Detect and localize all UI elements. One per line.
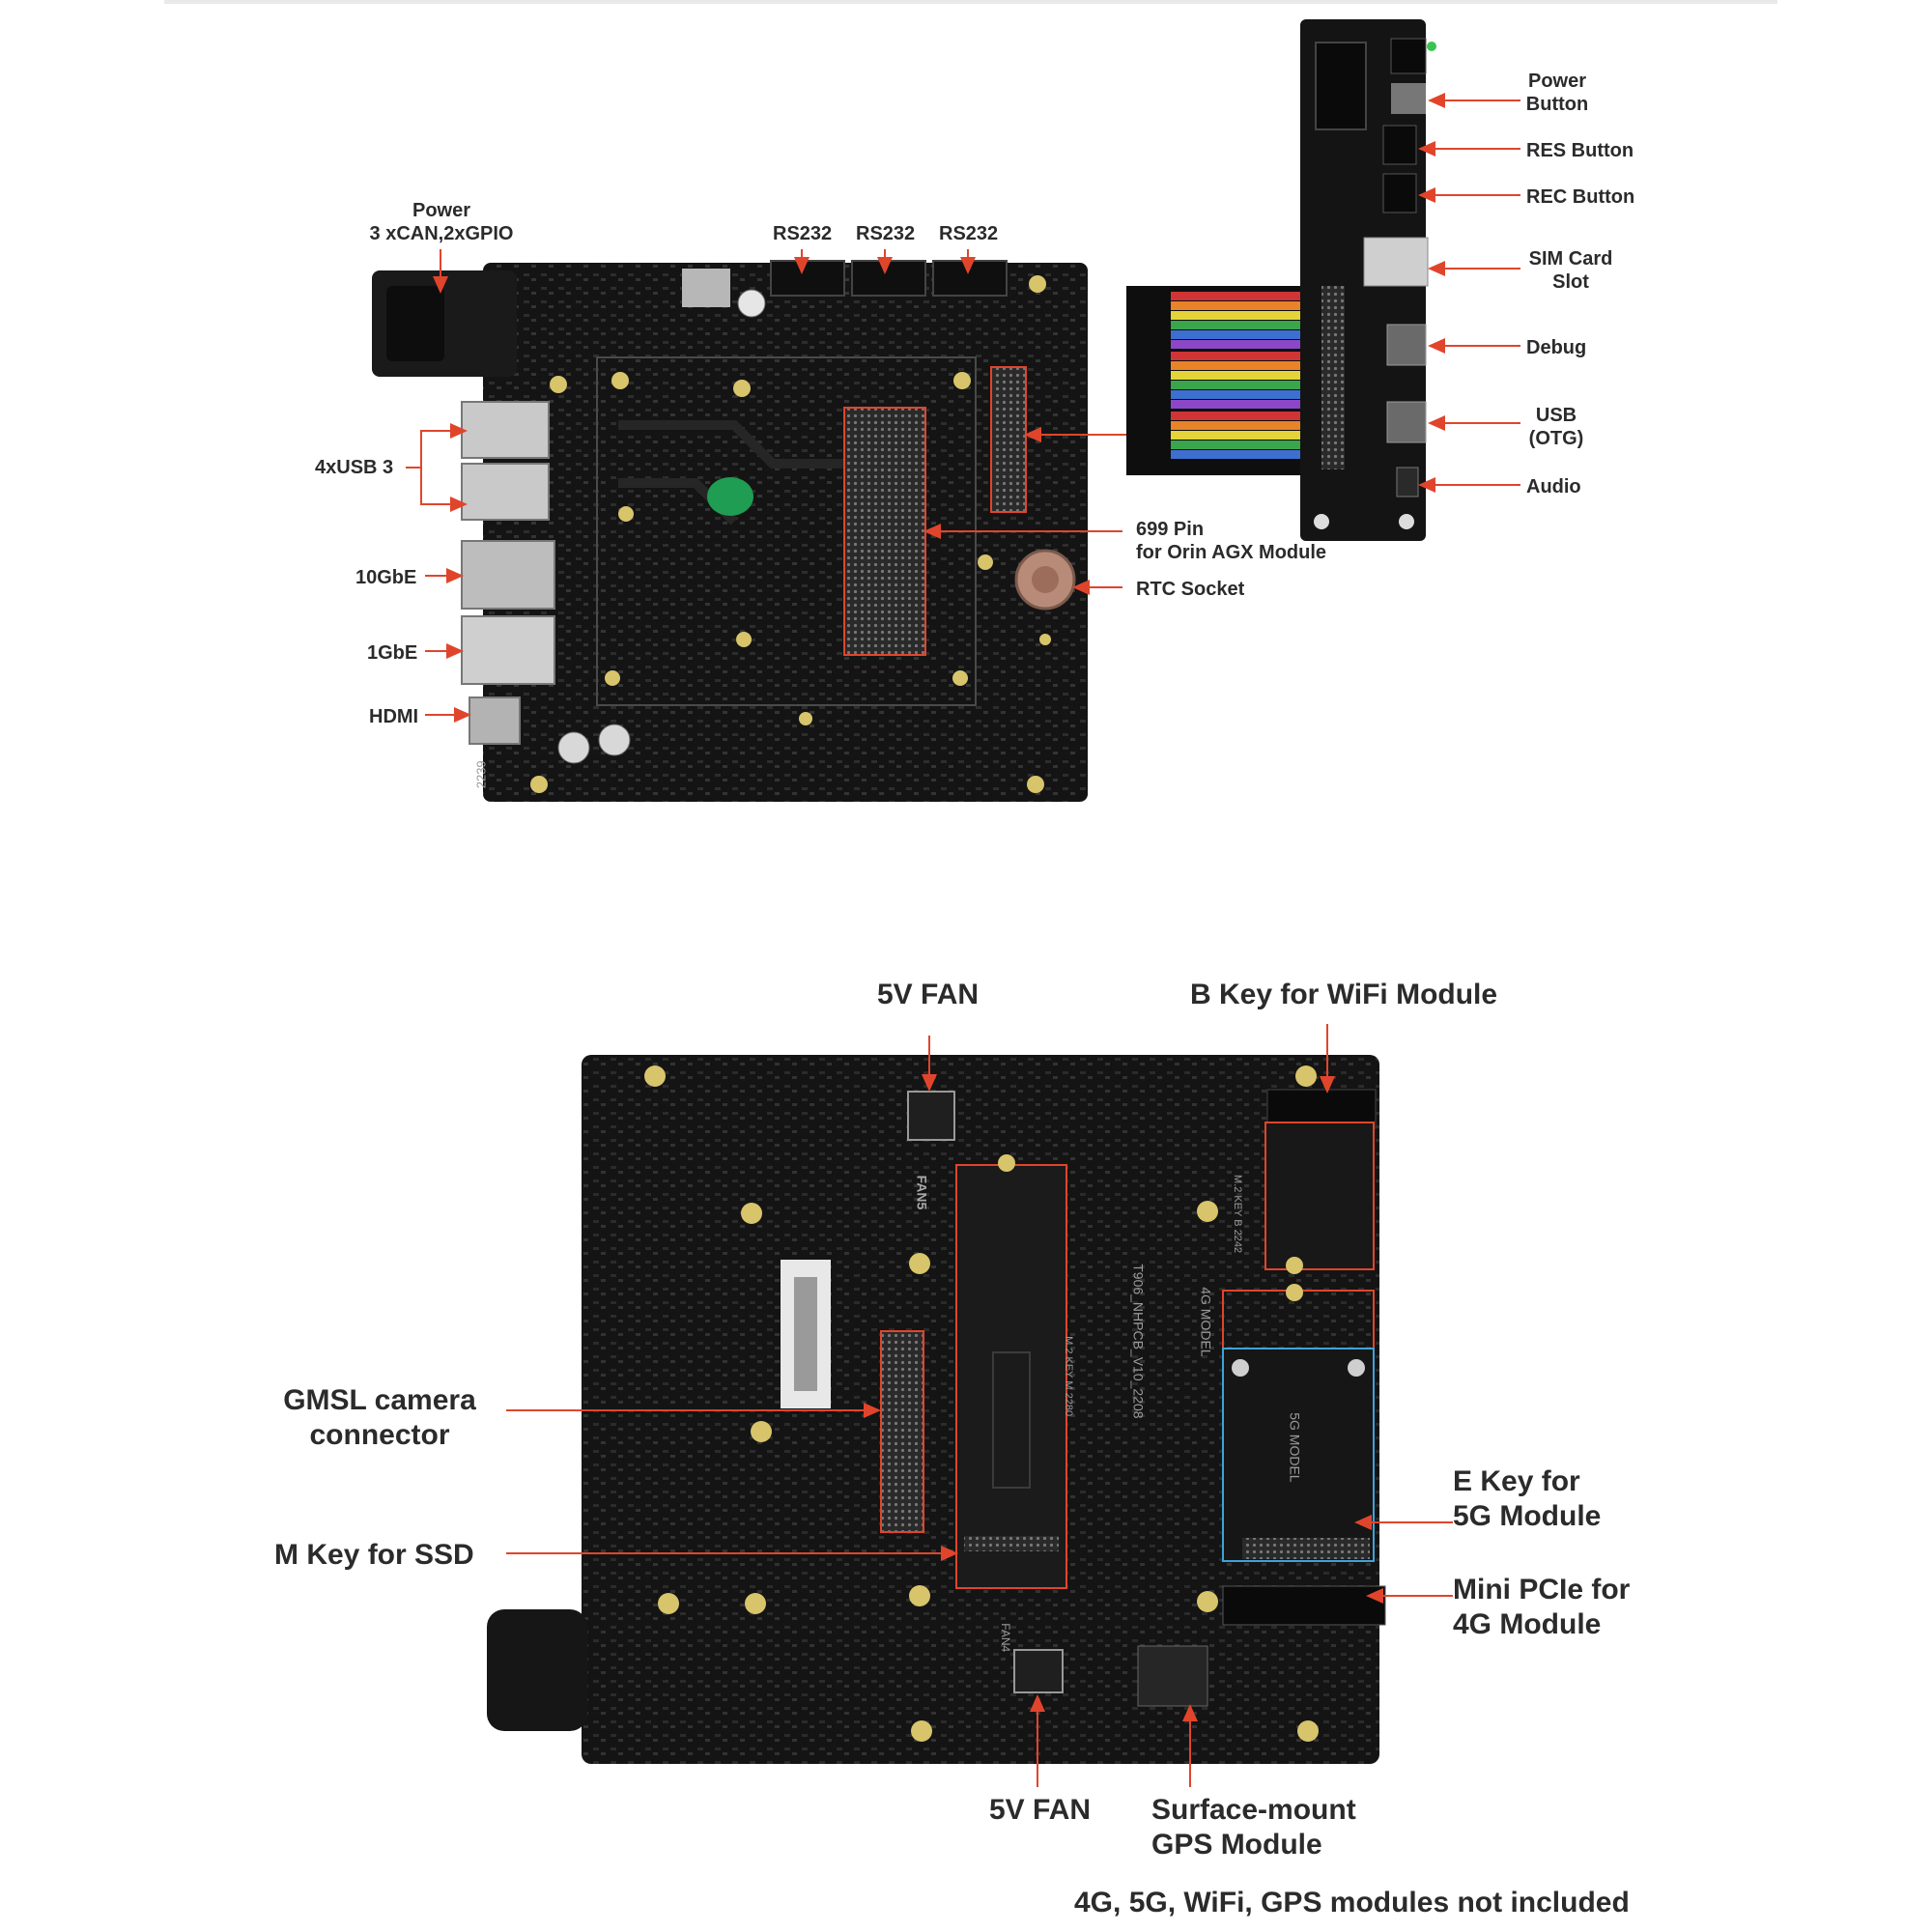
label-audio: Audio <box>1526 476 1581 497</box>
label-rtc-socket: RTC Socket <box>1136 579 1245 600</box>
label-rs232-2: RS232 <box>856 223 916 244</box>
silk-m2: M.2 KEY M 2280 <box>1063 1336 1075 1417</box>
m2-slot <box>955 1164 1067 1589</box>
green-component <box>707 477 753 516</box>
label-power-button: Power Button <box>1525 71 1589 115</box>
silk-fan5: FAN5 <box>914 1175 930 1210</box>
top-rule <box>164 0 1777 4</box>
rec-button-part <box>1382 173 1417 213</box>
ethernet-10g <box>461 540 555 610</box>
label-sim-card-slot: SIM Card Slot <box>1528 248 1613 293</box>
hdmi-port <box>469 696 521 745</box>
side-panel <box>1126 19 1436 541</box>
audio-jack-part <box>1396 467 1419 497</box>
top-board <box>372 260 1088 802</box>
top-mounting-holes <box>530 275 1051 793</box>
footer-note: 4G, 5G, WiFi, GPS modules not included <box>1074 1887 1630 1918</box>
capacitor <box>737 289 766 318</box>
power-button-part <box>1391 83 1426 114</box>
fan-bottom-connector <box>1013 1649 1064 1693</box>
silk-pcb: T906_NHPCB_V10_2208 <box>1130 1264 1147 1419</box>
ethernet-1g <box>461 615 555 685</box>
label-rs232-1: RS232 <box>773 223 833 244</box>
usb-ports <box>461 401 550 521</box>
label-power-can-gpio: Power 3 xCAN,2xGPIO <box>369 200 514 244</box>
sim-slot-part <box>1363 237 1429 287</box>
ribbon-header <box>990 366 1027 513</box>
wifi-slot <box>1264 1122 1375 1270</box>
res-button-part <box>1382 125 1417 165</box>
silk-fan4: FAN4 <box>999 1623 1013 1653</box>
label-5v-fan-bottom: 5V FAN <box>989 1794 1092 1826</box>
pin699-connector <box>843 407 926 656</box>
rs232-headers <box>770 260 1008 297</box>
usb-otg-port-part <box>1386 401 1427 443</box>
label-hdmi: HDMI <box>369 706 419 727</box>
label-mini-pcie-4g: Mini PCIe for 4G Module <box>1453 1574 1631 1640</box>
debug-port-part <box>1386 324 1427 366</box>
mini-pcie-slot <box>1222 1585 1386 1626</box>
label-rec-button: REC Button <box>1526 186 1635 208</box>
silk-5g: 5G MODEL <box>1287 1412 1303 1483</box>
label-gps-module: Surface-mount GPS Module <box>1151 1794 1356 1861</box>
inductor <box>682 269 730 307</box>
label-res-button: RES Button <box>1526 140 1634 161</box>
label-b-key-wifi: B Key for WiFi Module <box>1190 979 1498 1010</box>
fan-top-connector <box>907 1091 955 1141</box>
gmsl-connector <box>880 1330 924 1533</box>
label-usb-otg: USB (OTG) <box>1528 405 1584 449</box>
label-usb3: 4xUSB 3 <box>315 457 394 478</box>
silk-4g: 4G MODEL <box>1198 1287 1214 1357</box>
silk-wifi: M.2 KEY B 2242 <box>1232 1175 1244 1254</box>
bottom-board <box>487 1055 1386 1764</box>
5g-slot <box>1222 1348 1375 1562</box>
callout-arrows <box>406 93 1520 1787</box>
label-rs232-3: RS232 <box>939 223 999 244</box>
label-e-key-5g: E Key for 5G Module <box>1453 1465 1602 1532</box>
gps-module-area <box>1137 1645 1208 1707</box>
label-1gbe: 1GbE <box>367 642 418 664</box>
label-5v-fan-top: 5V FAN <box>877 979 980 1010</box>
silk-number: 2239 <box>473 760 489 789</box>
bottom-mounting-holes <box>644 1065 1319 1742</box>
label-699-pin: 699 Pin for Orin AGX Module <box>1136 519 1327 563</box>
power-plug <box>487 1609 587 1731</box>
ribbon-cable <box>1171 292 1302 459</box>
label-10gbe: 10GbE <box>355 567 417 588</box>
label-m-key-ssd: M Key for SSD <box>274 1539 474 1571</box>
label-gmsl-camera: GMSL camera connector <box>283 1384 476 1451</box>
label-debug: Debug <box>1526 337 1587 358</box>
